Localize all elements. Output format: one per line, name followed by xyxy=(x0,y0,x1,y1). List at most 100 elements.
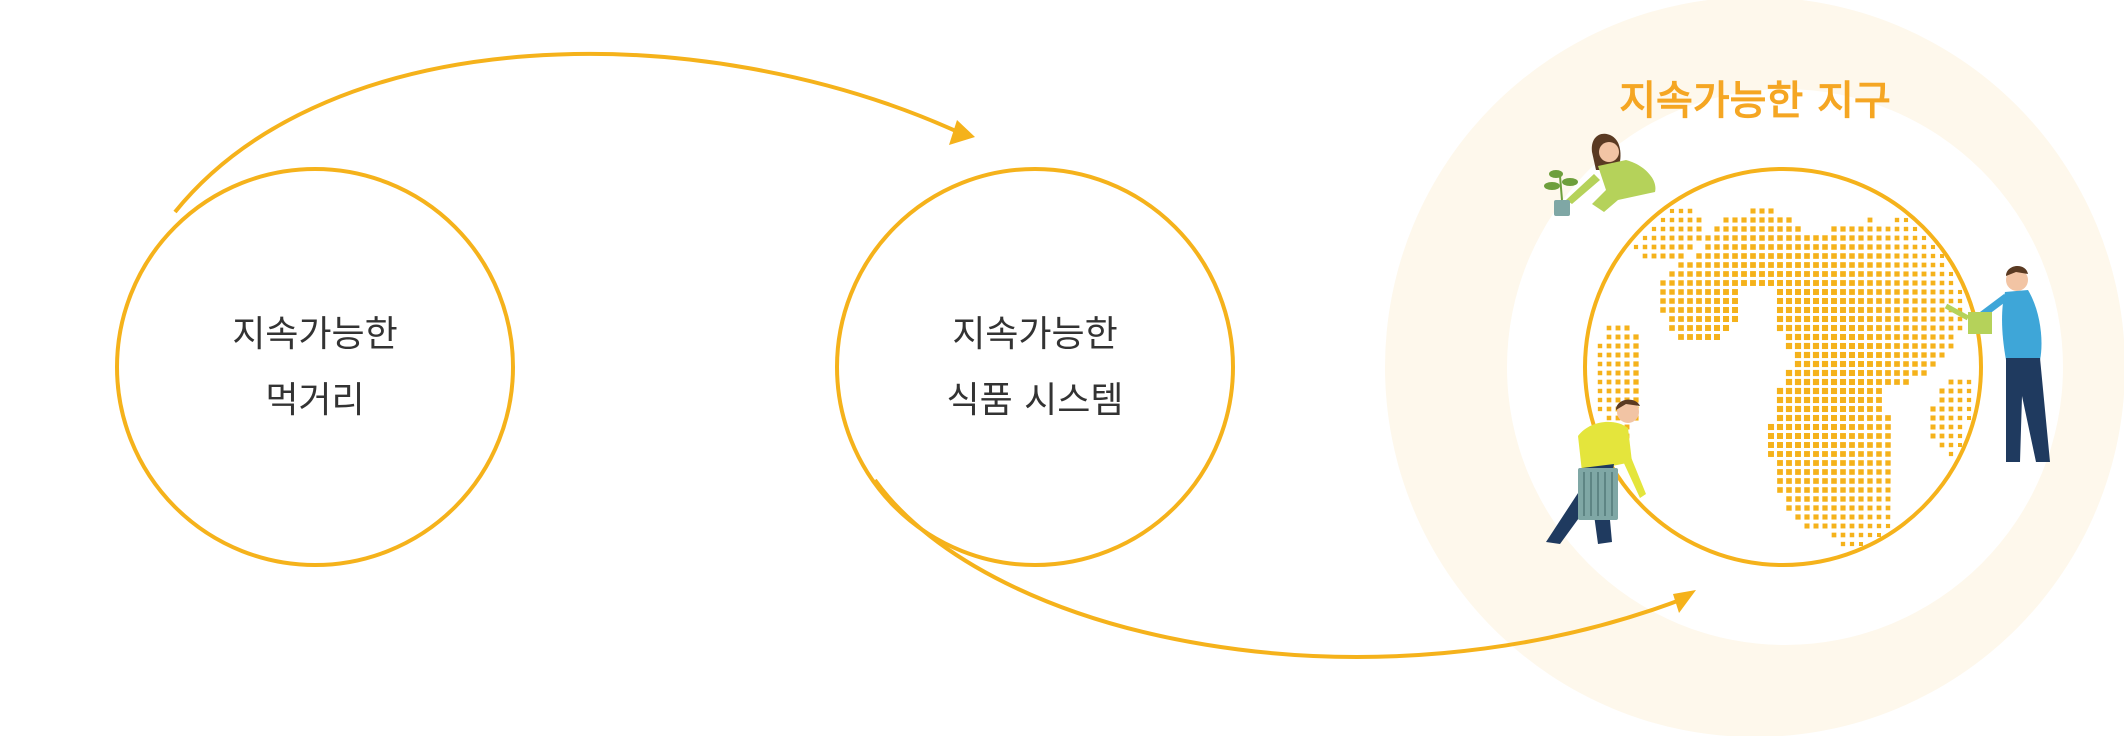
map-dot xyxy=(1795,451,1801,457)
map-dot xyxy=(1939,271,1945,277)
map-dot xyxy=(1660,298,1666,304)
map-dot xyxy=(1822,271,1828,277)
map-dot xyxy=(1930,244,1936,250)
map-dot xyxy=(1794,306,1802,314)
map-dot xyxy=(1912,244,1918,250)
map-dot xyxy=(1803,297,1811,305)
map-dot xyxy=(1849,253,1855,259)
map-dot xyxy=(1822,478,1828,484)
map-dot xyxy=(1822,469,1828,475)
map-dot xyxy=(1678,298,1684,304)
map-dot xyxy=(1786,469,1792,475)
map-dot xyxy=(1948,415,1954,421)
map-dot xyxy=(1785,396,1793,404)
map-dot xyxy=(1669,271,1675,277)
map-dot xyxy=(1930,415,1936,421)
map-dot xyxy=(1858,523,1864,529)
map-dot xyxy=(1804,289,1810,295)
map-dot xyxy=(1831,271,1837,277)
map-dot xyxy=(1794,342,1802,350)
map-dot xyxy=(1885,226,1891,232)
map-dot xyxy=(1840,271,1846,277)
map-dot xyxy=(1804,487,1810,493)
map-dot xyxy=(1876,244,1882,250)
map-dot xyxy=(1714,307,1720,313)
map-dot xyxy=(1830,324,1838,332)
map-dot xyxy=(1723,280,1729,286)
map-dot xyxy=(1813,469,1819,475)
map-dot xyxy=(1840,541,1846,547)
map-dot xyxy=(1813,496,1819,502)
map-dot xyxy=(1867,316,1873,322)
map-dot xyxy=(1939,316,1945,322)
map-dot xyxy=(1831,478,1837,484)
map-dot xyxy=(1687,217,1693,223)
map-dot xyxy=(1849,478,1855,484)
map-dot xyxy=(1912,271,1918,277)
map-dot xyxy=(1885,460,1891,466)
map-dot xyxy=(1858,433,1864,439)
map-dot xyxy=(1930,325,1936,331)
map-dot xyxy=(1885,280,1891,286)
map-dot xyxy=(1939,406,1945,412)
map-dot xyxy=(1803,423,1811,431)
map-dot xyxy=(1948,442,1954,448)
map-dot xyxy=(1867,532,1873,538)
map-dot xyxy=(1803,396,1811,404)
map-dot xyxy=(1894,235,1900,241)
map-dot xyxy=(1786,487,1792,493)
map-dot xyxy=(1885,298,1891,304)
map-dot xyxy=(1768,235,1774,241)
map-dot xyxy=(1794,414,1802,422)
map-dot xyxy=(1822,442,1828,448)
map-dot xyxy=(1803,360,1811,368)
map-dot xyxy=(1776,414,1784,422)
map-dot xyxy=(1642,235,1648,241)
map-dot xyxy=(1885,505,1891,511)
map-dot xyxy=(1678,208,1684,214)
map-dot xyxy=(1876,370,1882,376)
map-dot xyxy=(1624,388,1630,394)
map-dot xyxy=(1669,235,1675,241)
map-dot xyxy=(1687,316,1693,322)
map-dot xyxy=(1696,298,1702,304)
map-dot xyxy=(1813,460,1819,466)
map-dot xyxy=(1696,235,1702,241)
map-dot xyxy=(1876,415,1882,421)
map-dot xyxy=(1795,469,1801,475)
map-dot xyxy=(1831,262,1837,268)
map-dot xyxy=(1669,226,1675,232)
map-dot xyxy=(1840,415,1846,421)
map-dot xyxy=(1840,505,1846,511)
map-dot xyxy=(1939,298,1945,304)
map-dot xyxy=(1821,306,1829,314)
map-dot xyxy=(1831,235,1837,241)
map-dot xyxy=(1794,360,1802,368)
map-dot xyxy=(1858,253,1864,259)
map-dot xyxy=(1903,298,1909,304)
map-dot xyxy=(1840,289,1846,295)
map-dot xyxy=(1687,235,1693,241)
map-dot xyxy=(1921,280,1927,286)
map-dot xyxy=(1903,307,1909,313)
map-dot xyxy=(1840,469,1846,475)
map-dot xyxy=(1777,451,1783,457)
map-dot xyxy=(1867,271,1873,277)
map-dot xyxy=(1750,208,1756,214)
map-dot xyxy=(1821,342,1829,350)
map-dot xyxy=(1930,343,1936,349)
map-dot xyxy=(1830,396,1838,404)
map-dot xyxy=(1831,244,1837,250)
map-dot xyxy=(1678,280,1684,286)
map-dot xyxy=(1930,406,1936,412)
map-dot xyxy=(1723,253,1729,259)
map-dot xyxy=(1768,253,1774,259)
map-dot xyxy=(1957,316,1963,322)
woman-face xyxy=(1599,142,1619,162)
map-dot xyxy=(1848,351,1856,359)
map-dot xyxy=(1821,414,1829,422)
map-dot xyxy=(1723,298,1729,304)
map-dot xyxy=(1848,387,1856,395)
map-dot xyxy=(1803,315,1811,323)
map-dot xyxy=(1894,361,1900,367)
